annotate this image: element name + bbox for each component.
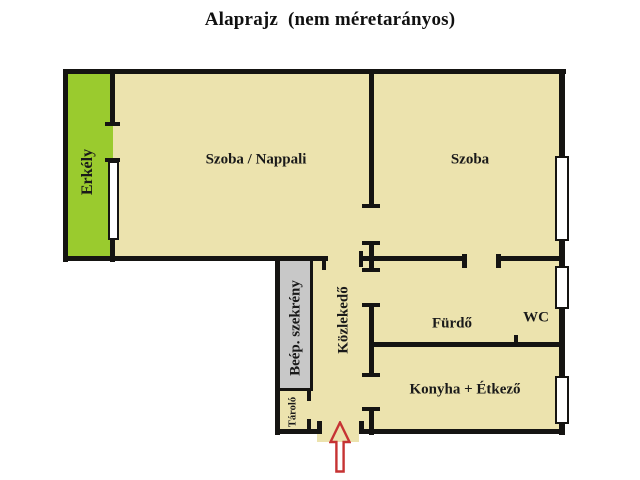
window-wc <box>555 266 569 309</box>
balcony-area <box>66 72 113 260</box>
door-jamb <box>496 254 501 268</box>
wall-left-lower <box>275 256 280 435</box>
wall-mid-horizontal <box>496 256 565 261</box>
door-jamb <box>322 256 326 270</box>
door-jamb <box>362 204 380 208</box>
window-balcony <box>108 161 119 240</box>
door-jamb <box>359 421 364 431</box>
door-jamb <box>307 419 311 432</box>
label-hallway: Közlekedő <box>335 286 352 354</box>
door-jamb <box>362 268 380 272</box>
door-jamb <box>362 373 380 377</box>
wall-balcony-partition <box>110 238 115 262</box>
wall-hallway-east <box>369 303 374 377</box>
wall-top <box>63 69 566 74</box>
door-jamb <box>105 122 120 126</box>
wall-hallway-east <box>369 407 374 435</box>
wall-mid-horizontal <box>63 256 328 261</box>
label-storage: Tároló <box>287 396 299 428</box>
window-bedroom <box>555 156 569 241</box>
wall-right <box>559 69 565 435</box>
window-kitchen <box>555 376 569 424</box>
door-jamb <box>462 254 467 268</box>
label-living-room: Szoba / Nappali <box>205 151 307 168</box>
label-bathroom: Fürdő <box>431 315 473 332</box>
wall-mid-horizontal <box>359 256 466 261</box>
label-kitchen-dining: Konyha + Étkező <box>409 381 521 398</box>
upper-floor-area <box>66 72 562 260</box>
built-in-wardrobe-box <box>279 260 313 391</box>
label-bedroom: Szoba <box>450 151 490 168</box>
door-jamb <box>105 158 120 162</box>
door-jamb <box>317 421 322 431</box>
wall-bottom <box>359 429 565 434</box>
wall-room-partition <box>369 69 374 208</box>
wall-bottom <box>275 429 322 434</box>
label-built-in-wardrobe: Beép. szekrény <box>287 280 304 376</box>
wall-balcony-partition <box>110 69 115 126</box>
wall-bath-kitchen <box>371 342 561 347</box>
label-wc: WC <box>523 309 549 326</box>
entrance-arrow-icon <box>329 421 351 473</box>
door-jamb <box>307 388 311 401</box>
label-balcony: Erkély <box>79 148 96 196</box>
page-title: Alaprajz (nem méretarányos) <box>204 9 456 30</box>
wall-room-partition <box>369 241 374 272</box>
wall-left-upper <box>63 69 68 262</box>
door-jamb <box>514 335 518 344</box>
